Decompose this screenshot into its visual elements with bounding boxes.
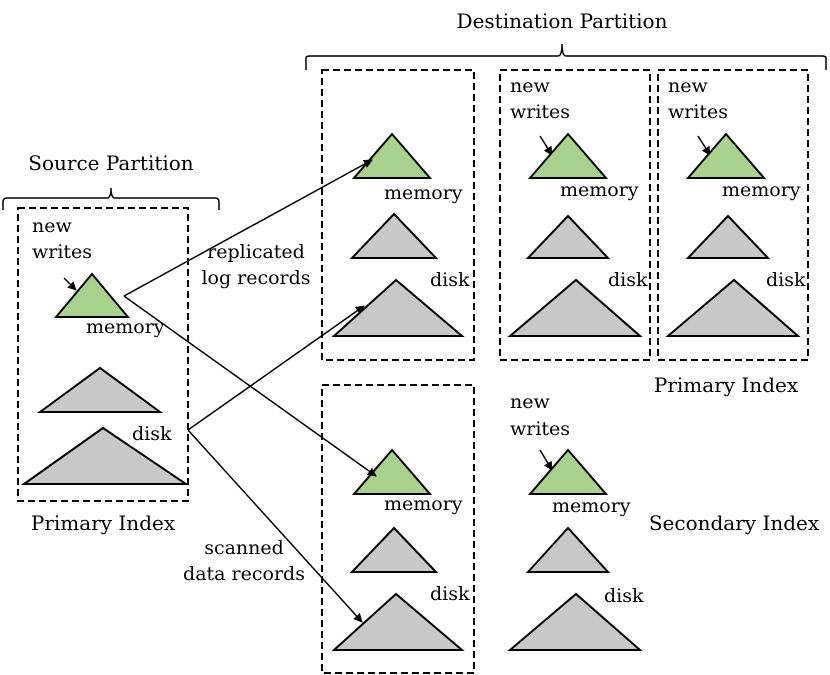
memory-component-triangle [685, 132, 767, 179]
disk-label: disk [132, 423, 172, 445]
disk-component-triangle-large [665, 278, 801, 337]
new-writes-arrow [539, 135, 553, 156]
memory-component-triangle [351, 132, 433, 179]
scanned-data-records-arrow [187, 305, 365, 431]
new-writes-arrow [697, 135, 711, 156]
new-writes-label-new: new [510, 75, 550, 97]
memory-label: memory [86, 316, 165, 338]
disk-component-triangle-large [331, 278, 465, 337]
destination-primary-index-box-1 [321, 69, 475, 361]
memory-component-triangle [527, 132, 609, 179]
source-partition-label: Source Partition [28, 151, 194, 175]
memory-component-triangle [351, 448, 433, 495]
memory-component-triangle [53, 272, 131, 318]
new-writes-label-writes: writes [668, 101, 728, 123]
disk-component-triangle-large [507, 592, 643, 651]
scanned-data-records-label-line2: data records [183, 563, 305, 585]
disk-component-triangle [349, 526, 439, 573]
new-writes-label-writes: writes [32, 241, 92, 263]
disk-component-triangle-large [331, 592, 465, 651]
disk-component-triangle-large [507, 278, 643, 337]
memory-label: memory [552, 495, 631, 517]
disk-label: disk [608, 269, 648, 291]
new-writes-label-writes: writes [510, 418, 570, 440]
source-partition-brace [2, 187, 220, 210]
new-writes-label-new: new [668, 75, 708, 97]
destination-partition-brace [305, 43, 827, 70]
new-writes-label-new: new [32, 215, 72, 237]
memory-label: memory [560, 179, 639, 201]
source-primary-index-label: Primary Index [31, 511, 176, 535]
disk-component-triangle [525, 214, 611, 259]
destination-primary-index-label: Primary Index [654, 373, 799, 397]
replicated-log-records-label-line2: log records [201, 267, 310, 289]
memory-label: memory [384, 493, 463, 515]
memory-label: memory [384, 182, 463, 204]
disk-component-triangle [525, 526, 611, 573]
disk-component-triangle [685, 214, 771, 259]
disk-label: disk [430, 583, 470, 605]
disk-component-triangle-large [20, 426, 190, 485]
memory-label: memory [722, 179, 801, 201]
replicated-log-records-arrow [123, 159, 373, 297]
new-writes-arrow [63, 277, 77, 291]
disk-label: disk [430, 269, 470, 291]
disk-label: disk [766, 269, 806, 291]
scanned-data-records-label-line1: scanned [204, 537, 284, 559]
new-writes-label-writes: writes [510, 101, 570, 123]
new-writes-label-new: new [510, 391, 550, 413]
disk-component-triangle [349, 212, 439, 259]
disk-component-triangle [36, 366, 164, 413]
memory-component-triangle [527, 448, 609, 495]
new-writes-arrow [539, 449, 553, 471]
secondary-index-label: Secondary Index [649, 511, 820, 535]
replicated-log-records-label-line1: replicated [207, 241, 305, 263]
scanned-data-records-arrow-secondary [187, 429, 363, 623]
destination-partition-label: Destination Partition [457, 9, 668, 33]
disk-label: disk [604, 585, 644, 607]
